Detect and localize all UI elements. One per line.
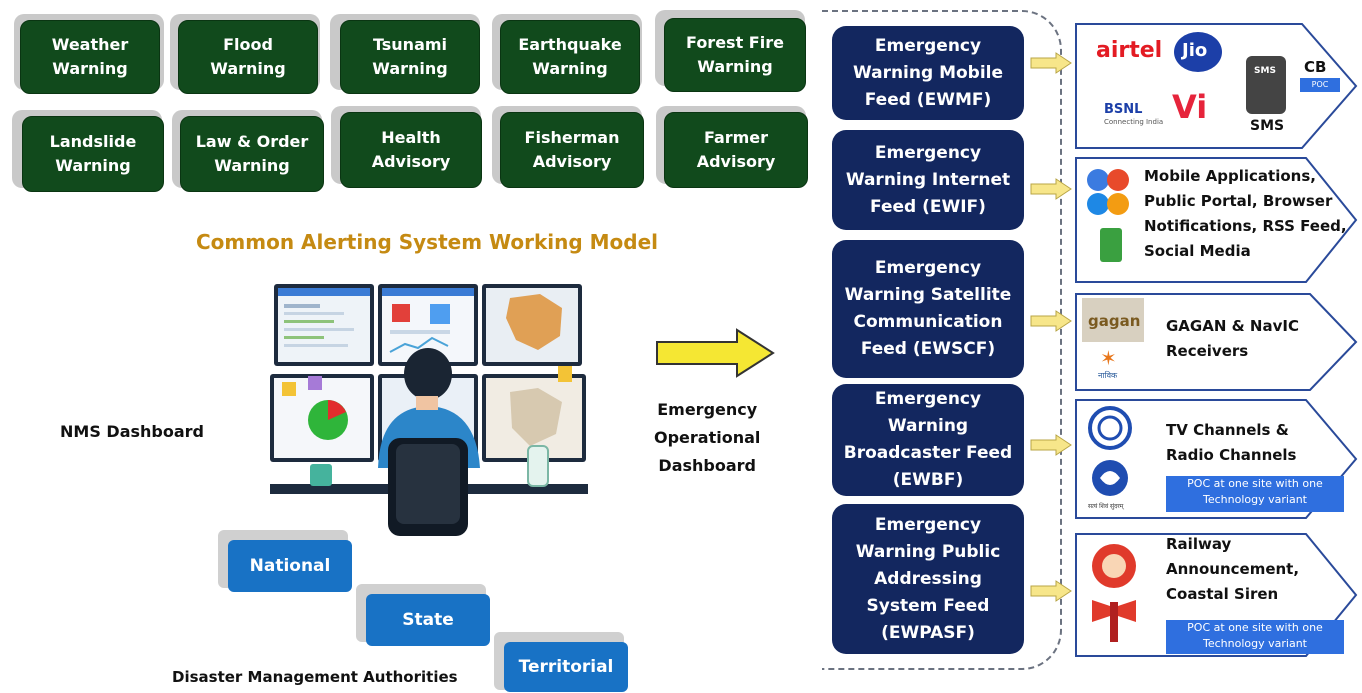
warning-label: Tsunami Warning [372,35,448,78]
authorities-caption: Disaster Management Authorities [172,668,458,686]
browser-icons [1087,169,1129,262]
internet-panel-text: Mobile Applications, Public Portal, Brow… [1144,167,1347,260]
panel-frame [1075,23,1358,149]
feed-arrow-icon [1030,178,1072,200]
warning-tile-flood: Flood Warning [178,20,318,94]
public-addressing-poc-note: POC at one site with one Technology vari… [1166,620,1344,654]
broadcast-panel-text: TV Channels & Radio Channels [1166,421,1297,464]
authority-state: State [366,594,490,646]
satellite-panel: gagan ✶ नाविक GAGAN & NavIC Receivers [1074,292,1359,392]
air-dd-logos [1088,406,1132,496]
cb-poc-badge: POC [1300,78,1340,92]
warning-tile-health: Health Advisory [340,112,482,188]
panel-frame [1075,293,1358,391]
feed-ewmf: Emergency Warning Mobile Feed (EWMF) [832,26,1024,120]
warning-label: Landslide Warning [49,132,137,175]
nms-dashboard-label: NMS Dashboard [60,422,204,441]
warning-label: Earthquake Warning [518,35,622,78]
satellite-panel-text: GAGAN & NavIC Receivers [1166,317,1299,360]
navic-tag: नाविक [1098,371,1118,380]
warning-tile-fisherman: Fisherman Advisory [500,112,644,188]
vi-logo: Vi [1172,88,1208,126]
panel-frame [1075,157,1358,283]
public-addressing-panel: Railway Announcement, Coastal Siren POC … [1074,532,1359,658]
airtel-logo: airtel [1096,38,1163,63]
cb-label: CB [1304,58,1327,76]
warning-label: Farmer Advisory [696,128,776,171]
authority-territorial: Territorial [504,642,628,692]
sms-badge: SMS [1254,66,1276,76]
feed-arrow-icon [1030,580,1072,602]
dd-tag: सत्यं शिवं सुंदरम् [1088,503,1124,510]
feed-ewbf: Emergency Warning Broadcaster Feed (EWBF… [832,384,1024,496]
bsnl-logo: BSNL [1104,102,1143,117]
feed-ewif: Emergency Warning Internet Feed (EWIF) [832,130,1024,230]
feed-label: Emergency Warning Mobile Feed (EWMF) [852,35,1004,110]
sms-phone-icon [1246,56,1286,114]
feed-arrow-icon [1030,434,1072,456]
big-arrow-icon [656,328,775,378]
warning-tile-farmer: Farmer Advisory [664,112,808,188]
warning-tile-tsunami: Tsunami Warning [340,20,480,94]
broadcast-poc-note: POC at one site with one Technology vari… [1166,476,1344,512]
warning-label: Forest Fire Warning [686,33,784,76]
warning-tile-forest-fire: Forest Fire Warning [664,18,806,92]
jio-logo [1174,32,1222,72]
warning-label: Fisherman Advisory [524,128,620,171]
authority-national: National [228,540,352,592]
warning-label: Weather Warning [51,35,129,78]
railway-siren-icons [1092,544,1136,642]
mobile-panel: airtel Jio BSNL Connecting India Vi SMS … [1074,22,1359,150]
internet-panel: Mobile Applications, Public Portal, Brow… [1074,156,1359,284]
gagan-logo-text: gagan [1088,312,1141,330]
feed-label: Emergency Warning Internet Feed (EWIF) [845,142,1011,217]
feeds-dashed-border [822,10,1062,670]
broadcast-panel: सत्यं शिवं सुंदरम् TV Channels & Radio C… [1074,398,1359,520]
warning-tile-law-order: Law & Order Warning [180,116,324,192]
public-addressing-text: Railway Announcement, Coastal Siren [1166,535,1300,603]
feed-label: Emergency Warning Satellite Communicatio… [844,258,1012,359]
warning-tile-landslide: Landslide Warning [22,116,164,192]
feed-label: Emergency Warning Broadcaster Feed (EWBF… [843,389,1013,490]
operational-dashboard-label: Emergency Operational Dashboard [654,400,761,475]
warning-label: Flood Warning [210,35,286,78]
feed-arrow-icon [1030,310,1072,332]
sms-label: SMS [1250,118,1285,134]
warning-label: Health Advisory [371,128,451,171]
bsnl-tagline: Connecting India [1104,118,1164,126]
navic-star-icon: ✶ [1100,346,1117,370]
feed-ewscf: Emergency Warning Satellite Communicatio… [832,240,1024,378]
model-title: Common Alerting System Working Model [196,230,659,254]
dashboard-illustration [270,284,588,536]
feed-ewpasf: Emergency Warning Public Addressing Syst… [832,504,1024,654]
warning-tile-earthquake: Earthquake Warning [500,20,640,94]
gagan-logo [1082,298,1144,342]
jio-logo-text: Jio [1182,40,1208,61]
warning-label: Law & Order Warning [195,132,309,175]
feed-arrow-icon [1030,52,1072,74]
feed-label: Emergency Warning Public Addressing Syst… [855,514,1001,643]
warning-tile-weather: Weather Warning [20,20,160,94]
